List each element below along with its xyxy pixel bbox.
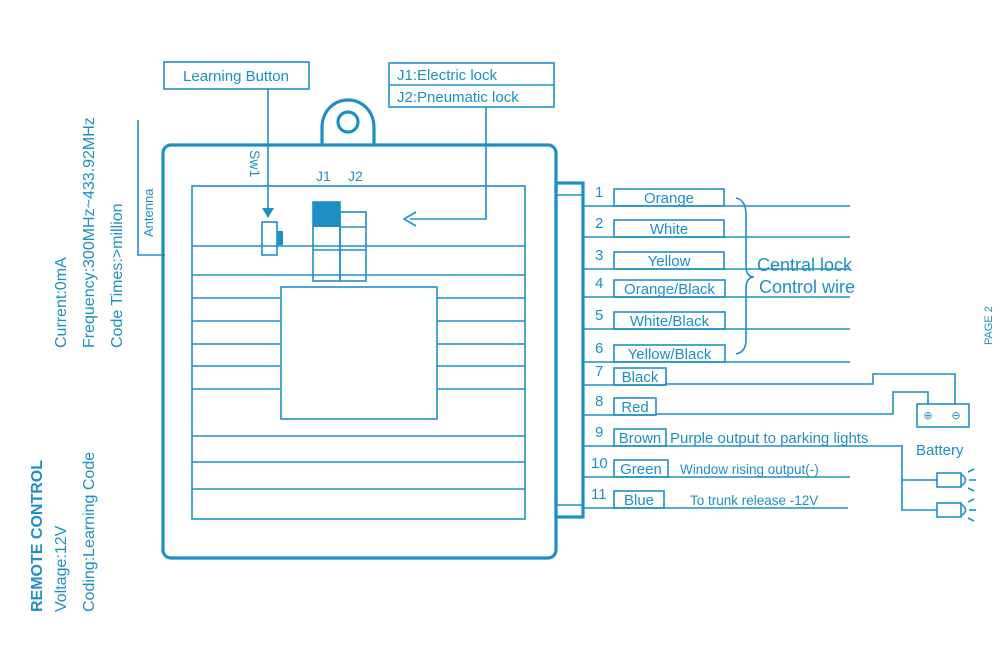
wire-color-box-2 [613,219,725,238]
wire-number-3: 3 [595,247,603,264]
battery-label: Battery [916,442,964,459]
wire-color-label-7: Black [622,369,659,386]
wire-number-11: 11 [591,486,607,503]
wire-color-label-5: White/Black [630,313,710,330]
spec-title: REMOTE CONTROL [29,460,46,612]
wire-color-label-8: Red [621,399,649,416]
wire-color-label-2: White [650,221,688,238]
wire-color-label-3: Yellow [648,253,691,270]
wire-color-box-9 [613,428,667,447]
wire-row-6: 6 Yellow/Black [583,340,850,363]
wire-color-label-10: Green [620,461,662,478]
wire-number-4: 4 [595,275,603,292]
wire-color-box-3 [613,251,725,270]
parking-light-1-icon [936,468,976,492]
battery-plus: ⊕ [923,410,932,422]
wire-number-2: 2 [595,215,603,232]
wire-number-6: 6 [595,340,603,357]
parking-light-2-icon [936,498,976,522]
wire-row-10: 10 Green Window rising output(-) [583,455,850,478]
spec-frequency: Frequency:300MHz~433.92MHz [81,117,98,348]
spec-coding: Coding:Learning Code [81,452,98,612]
mounting-tab [320,98,376,145]
wire-desc-9: Purple output to parking lights [670,430,868,447]
spec-code-times: Code Times:>million [109,204,126,349]
wire-row-9: 9 Brown Purple output to parking lights [583,424,902,447]
sw1-switch[interactable] [261,221,278,256]
wire-color-box-5 [613,311,726,330]
wire-row-11: 11 Blue To trunk release -12V [583,486,848,509]
wire-row-7: 7 Black [583,363,667,386]
wire-row-1: 1 Orange [583,184,850,207]
wire-number-8: 8 [595,393,603,410]
learning-button-callout-text: Learning Button [183,68,289,85]
wire-row-4: 4 Orange/Black [583,275,850,298]
wire-row-5: 5 White/Black [583,307,850,330]
wire-color-box-6 [613,344,726,363]
module-housing [161,143,558,560]
wire-number-1: 1 [595,184,603,201]
wire-color-label-9: Brown [619,430,662,447]
wire-connector [554,181,585,519]
wire-desc-11: To trunk release -12V [690,493,818,508]
wire-color-label-6: Yellow/Black [628,346,712,363]
wires-group: 1 Orange 2 White 3 Yellow 4 Orange/Black 5 White/… [583,184,902,509]
antenna-wire [137,120,165,256]
jumper-callout-j1: J1:Electric lock [397,67,498,84]
j2-jumper[interactable] [339,211,367,282]
wire-row-2: 2 White [583,215,850,238]
j2-label: J2 [348,168,363,184]
j1-label: J1 [316,168,331,184]
central-lock-label-2: Control wire [759,277,855,297]
antenna-label: Antenna [141,188,156,237]
wire-color-box-8 [613,397,657,416]
wire-row-3: 3 Yellow [583,247,850,270]
wire-color-box-7 [613,367,667,386]
page-tag: PAGE 2 [983,306,995,345]
circuit-board [191,185,526,520]
board-traces [192,245,525,490]
wire-color-box-10 [613,459,669,478]
wire-number-5: 5 [595,307,603,324]
battery [916,403,970,428]
battery-minus: ⊖ [951,410,960,422]
chip [280,286,438,420]
spec-voltage: Voltage:12V [53,525,70,612]
central-lock-brace [735,197,755,355]
learning-button-callout [163,61,310,90]
wire-color-label-11: Blue [624,492,654,509]
wire-color-box-4 [613,279,726,298]
wire-number-10: 10 [591,455,608,472]
wire-number-7: 7 [595,363,603,380]
wire-color-label-4: Orange/Black [624,281,715,298]
wire-row-8: 8 Red [583,393,657,416]
wire-color-box-11 [613,490,665,509]
wire-desc-10: Window rising output(-) [680,462,819,477]
central-lock-label-1: Central lock [757,255,853,275]
spec-current: Current:0mA [53,257,70,348]
wire-color-box-1 [613,188,725,207]
jumper-callout-j2: J2:Pneumatic lock [397,89,519,106]
wire-color-label-1: Orange [644,190,694,207]
wire-number-9: 9 [595,424,603,441]
mounting-hole [336,110,360,134]
sw1-label: Sw1 [247,150,263,177]
